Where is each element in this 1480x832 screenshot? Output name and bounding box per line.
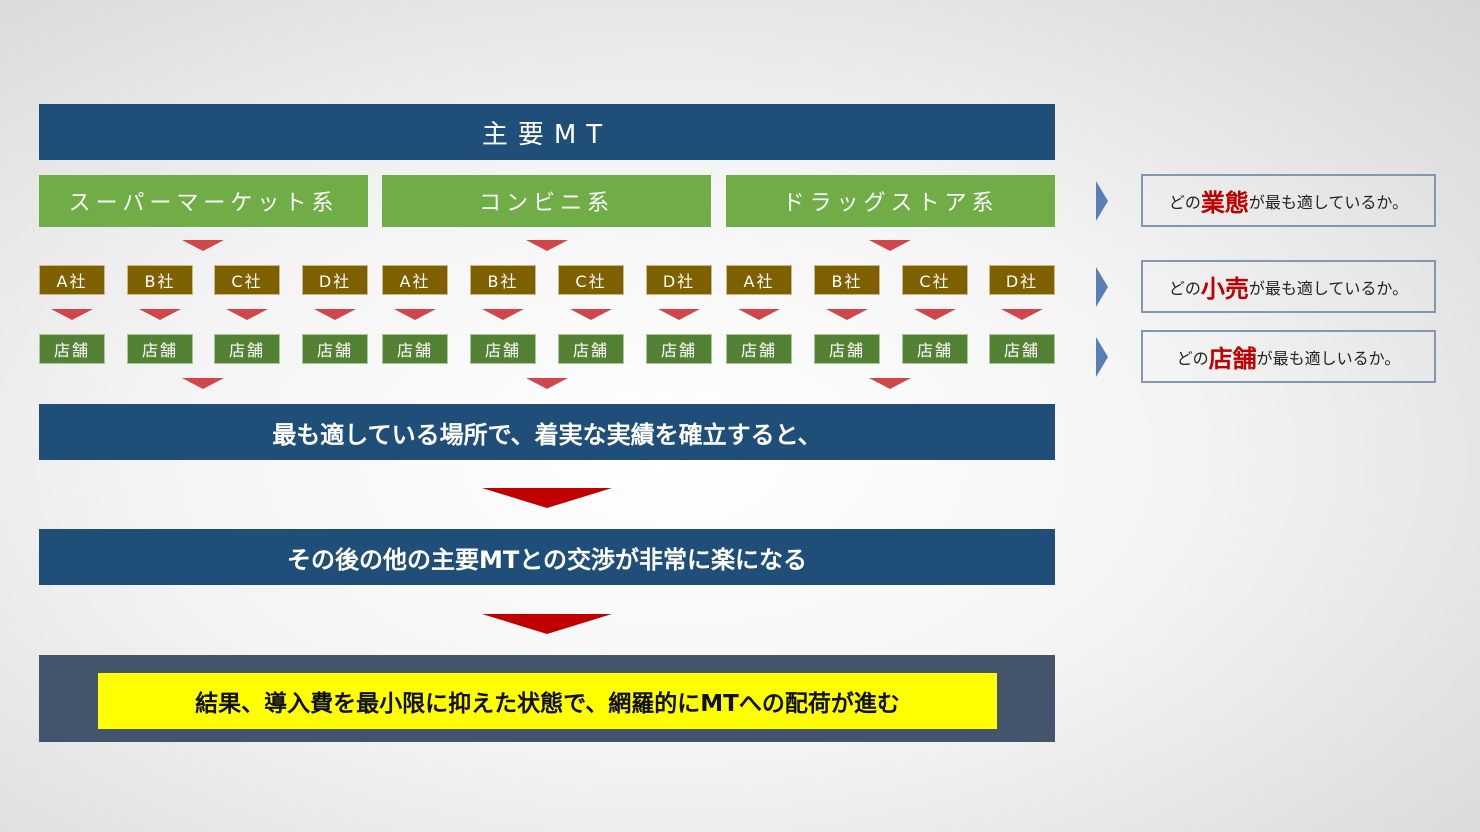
company-box: A社	[726, 265, 792, 295]
down-arrow-icon	[1001, 309, 1043, 320]
store-box: 店舗	[814, 334, 880, 364]
down-arrow-icon	[738, 309, 780, 320]
store-box: 店舗	[726, 334, 792, 364]
store-box: 店舗	[39, 334, 105, 364]
category-convenience: コンビニ系	[382, 175, 711, 227]
store-box: 店舗	[902, 334, 968, 364]
step1-banner: 最も適している場所で、着実な実績を確立すると、	[39, 404, 1055, 460]
down-arrow-icon	[826, 309, 868, 320]
down-arrow-icon	[226, 309, 268, 320]
down-arrow-icon	[914, 309, 956, 320]
q-post: が最も適しいるか。	[1256, 348, 1401, 368]
store-box: 店舗	[989, 334, 1055, 364]
question-store: どの店舗が最も適しいるか。	[1141, 330, 1436, 383]
q-key: 店舗	[1208, 345, 1257, 373]
result-text: 結果、導入費を最小限に抑えた状態で、網羅的にMTへの配荷が進む	[98, 673, 997, 729]
q-pre: どの	[1168, 192, 1201, 212]
title-banner: 主要MT	[39, 104, 1055, 160]
company-box: C社	[558, 265, 624, 295]
q-pre: どの	[1176, 348, 1209, 368]
category-drugstore: ドラッグストア系	[726, 175, 1055, 227]
q-key: 小売	[1200, 275, 1249, 303]
down-arrow-icon	[526, 378, 568, 389]
store-box: 店舗	[470, 334, 536, 364]
down-arrow-icon	[570, 309, 612, 320]
down-arrow-icon	[51, 309, 93, 320]
company-box: C社	[902, 265, 968, 295]
category-supermarket: スーパーマーケット系	[39, 175, 368, 227]
company-box: B社	[470, 265, 536, 295]
down-arrow-icon	[314, 309, 356, 320]
company-box: A社	[39, 265, 105, 295]
q-pre: どの	[1168, 278, 1201, 298]
company-box: D社	[646, 265, 712, 295]
store-box: 店舗	[558, 334, 624, 364]
down-arrow-icon	[869, 240, 911, 251]
down-arrow-icon	[869, 378, 911, 389]
down-arrow-icon	[482, 309, 524, 320]
company-box: A社	[382, 265, 448, 295]
chevron-right-icon	[1096, 181, 1108, 221]
chevron-right-icon	[1096, 267, 1108, 307]
down-arrow-icon	[526, 240, 568, 251]
question-business-type: どの業態が最も適しているか。	[1141, 174, 1436, 227]
store-box: 店舗	[382, 334, 448, 364]
q-key: 業態	[1200, 189, 1249, 217]
down-arrow-icon	[658, 309, 700, 320]
down-arrow-icon	[182, 240, 224, 251]
question-retailer: どの小売が最も適しているか。	[1141, 260, 1436, 313]
store-box: 店舗	[127, 334, 193, 364]
down-arrow-icon	[482, 614, 612, 634]
company-box: D社	[989, 265, 1055, 295]
q-post: が最も適しているか。	[1248, 192, 1409, 212]
store-box: 店舗	[646, 334, 712, 364]
company-box: B社	[814, 265, 880, 295]
store-box: 店舗	[302, 334, 368, 364]
company-box: B社	[127, 265, 193, 295]
down-arrow-icon	[482, 488, 612, 508]
down-arrow-icon	[394, 309, 436, 320]
down-arrow-icon	[182, 378, 224, 389]
result-panel: 結果、導入費を最小限に抑えた状態で、網羅的にMTへの配荷が進む	[39, 655, 1055, 742]
company-box: C社	[214, 265, 280, 295]
q-post: が最も適しているか。	[1248, 278, 1409, 298]
chevron-right-icon	[1096, 337, 1108, 377]
company-box: D社	[302, 265, 368, 295]
down-arrow-icon	[139, 309, 181, 320]
step2-banner: その後の他の主要MTとの交渉が非常に楽になる	[39, 529, 1055, 585]
store-box: 店舗	[214, 334, 280, 364]
